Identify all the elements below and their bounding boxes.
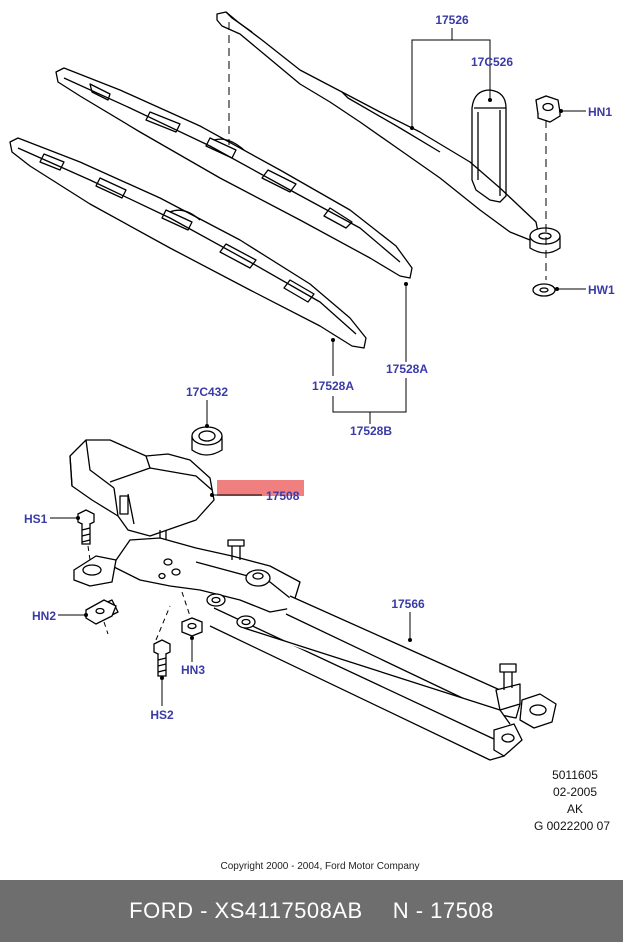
wiper-blade-long xyxy=(55,67,413,279)
clip-hn2 xyxy=(85,599,117,625)
callout-17c526: 17C526 xyxy=(471,55,513,69)
leader-lines xyxy=(50,28,586,706)
callout-hs2: HS2 xyxy=(150,708,174,722)
wiper-linkage xyxy=(73,537,557,761)
screw-hs1 xyxy=(77,509,95,545)
axis-line-hs2 xyxy=(155,605,171,641)
axis-line-hn3 xyxy=(181,591,191,617)
callout-17528a-long: 17528A xyxy=(386,362,428,376)
callout-hn1: HN1 xyxy=(588,105,612,119)
ref-line-2: 02-2005 xyxy=(553,785,597,799)
callout-17566: 17566 xyxy=(391,597,425,611)
footer-part-label: FORD - XS4117508AB xyxy=(129,898,363,923)
pivot-boss xyxy=(529,227,561,254)
wiper-motor xyxy=(69,439,215,544)
callout-hs1: HS1 xyxy=(24,512,48,526)
axis-line-hn2 xyxy=(103,621,109,635)
washer-hw1 xyxy=(532,283,556,297)
footer-bar: FORD - XS4117508AB N - 17508 xyxy=(0,880,623,942)
footer-ref-label: N - 17508 xyxy=(392,898,494,923)
axis-line-hs1 xyxy=(87,545,91,561)
callout-hw1: HW1 xyxy=(588,283,615,297)
ref-line-4: G 0022200 07 xyxy=(534,819,610,833)
callout-hn3: HN3 xyxy=(181,663,205,677)
wiper-system-diagram: 17526 17C526 HN1 HW1 17528A 17528A 17528… xyxy=(9,11,615,872)
callout-hn2: HN2 xyxy=(32,609,56,623)
callout-17526: 17526 xyxy=(435,13,469,27)
grommet xyxy=(191,426,223,456)
hex-nut-hn1 xyxy=(535,95,561,123)
screw-hs2 xyxy=(153,639,171,677)
arm-cover xyxy=(471,89,507,203)
callout-17508: 17508 xyxy=(266,489,300,503)
ref-line-1: 5011605 xyxy=(552,768,598,782)
motor-highlight xyxy=(217,480,304,496)
callout-17528b: 17528B xyxy=(350,424,392,438)
copyright-text: Copyright 2000 - 2004, Ford Motor Compan… xyxy=(221,861,420,872)
callout-17528a-short: 17528A xyxy=(312,379,354,393)
wiper-blade-short xyxy=(9,137,367,349)
nut-hn3 xyxy=(181,617,203,637)
leader-dots xyxy=(76,98,563,680)
callout-17c432: 17C432 xyxy=(186,385,228,399)
ref-line-3: AK xyxy=(567,802,583,816)
